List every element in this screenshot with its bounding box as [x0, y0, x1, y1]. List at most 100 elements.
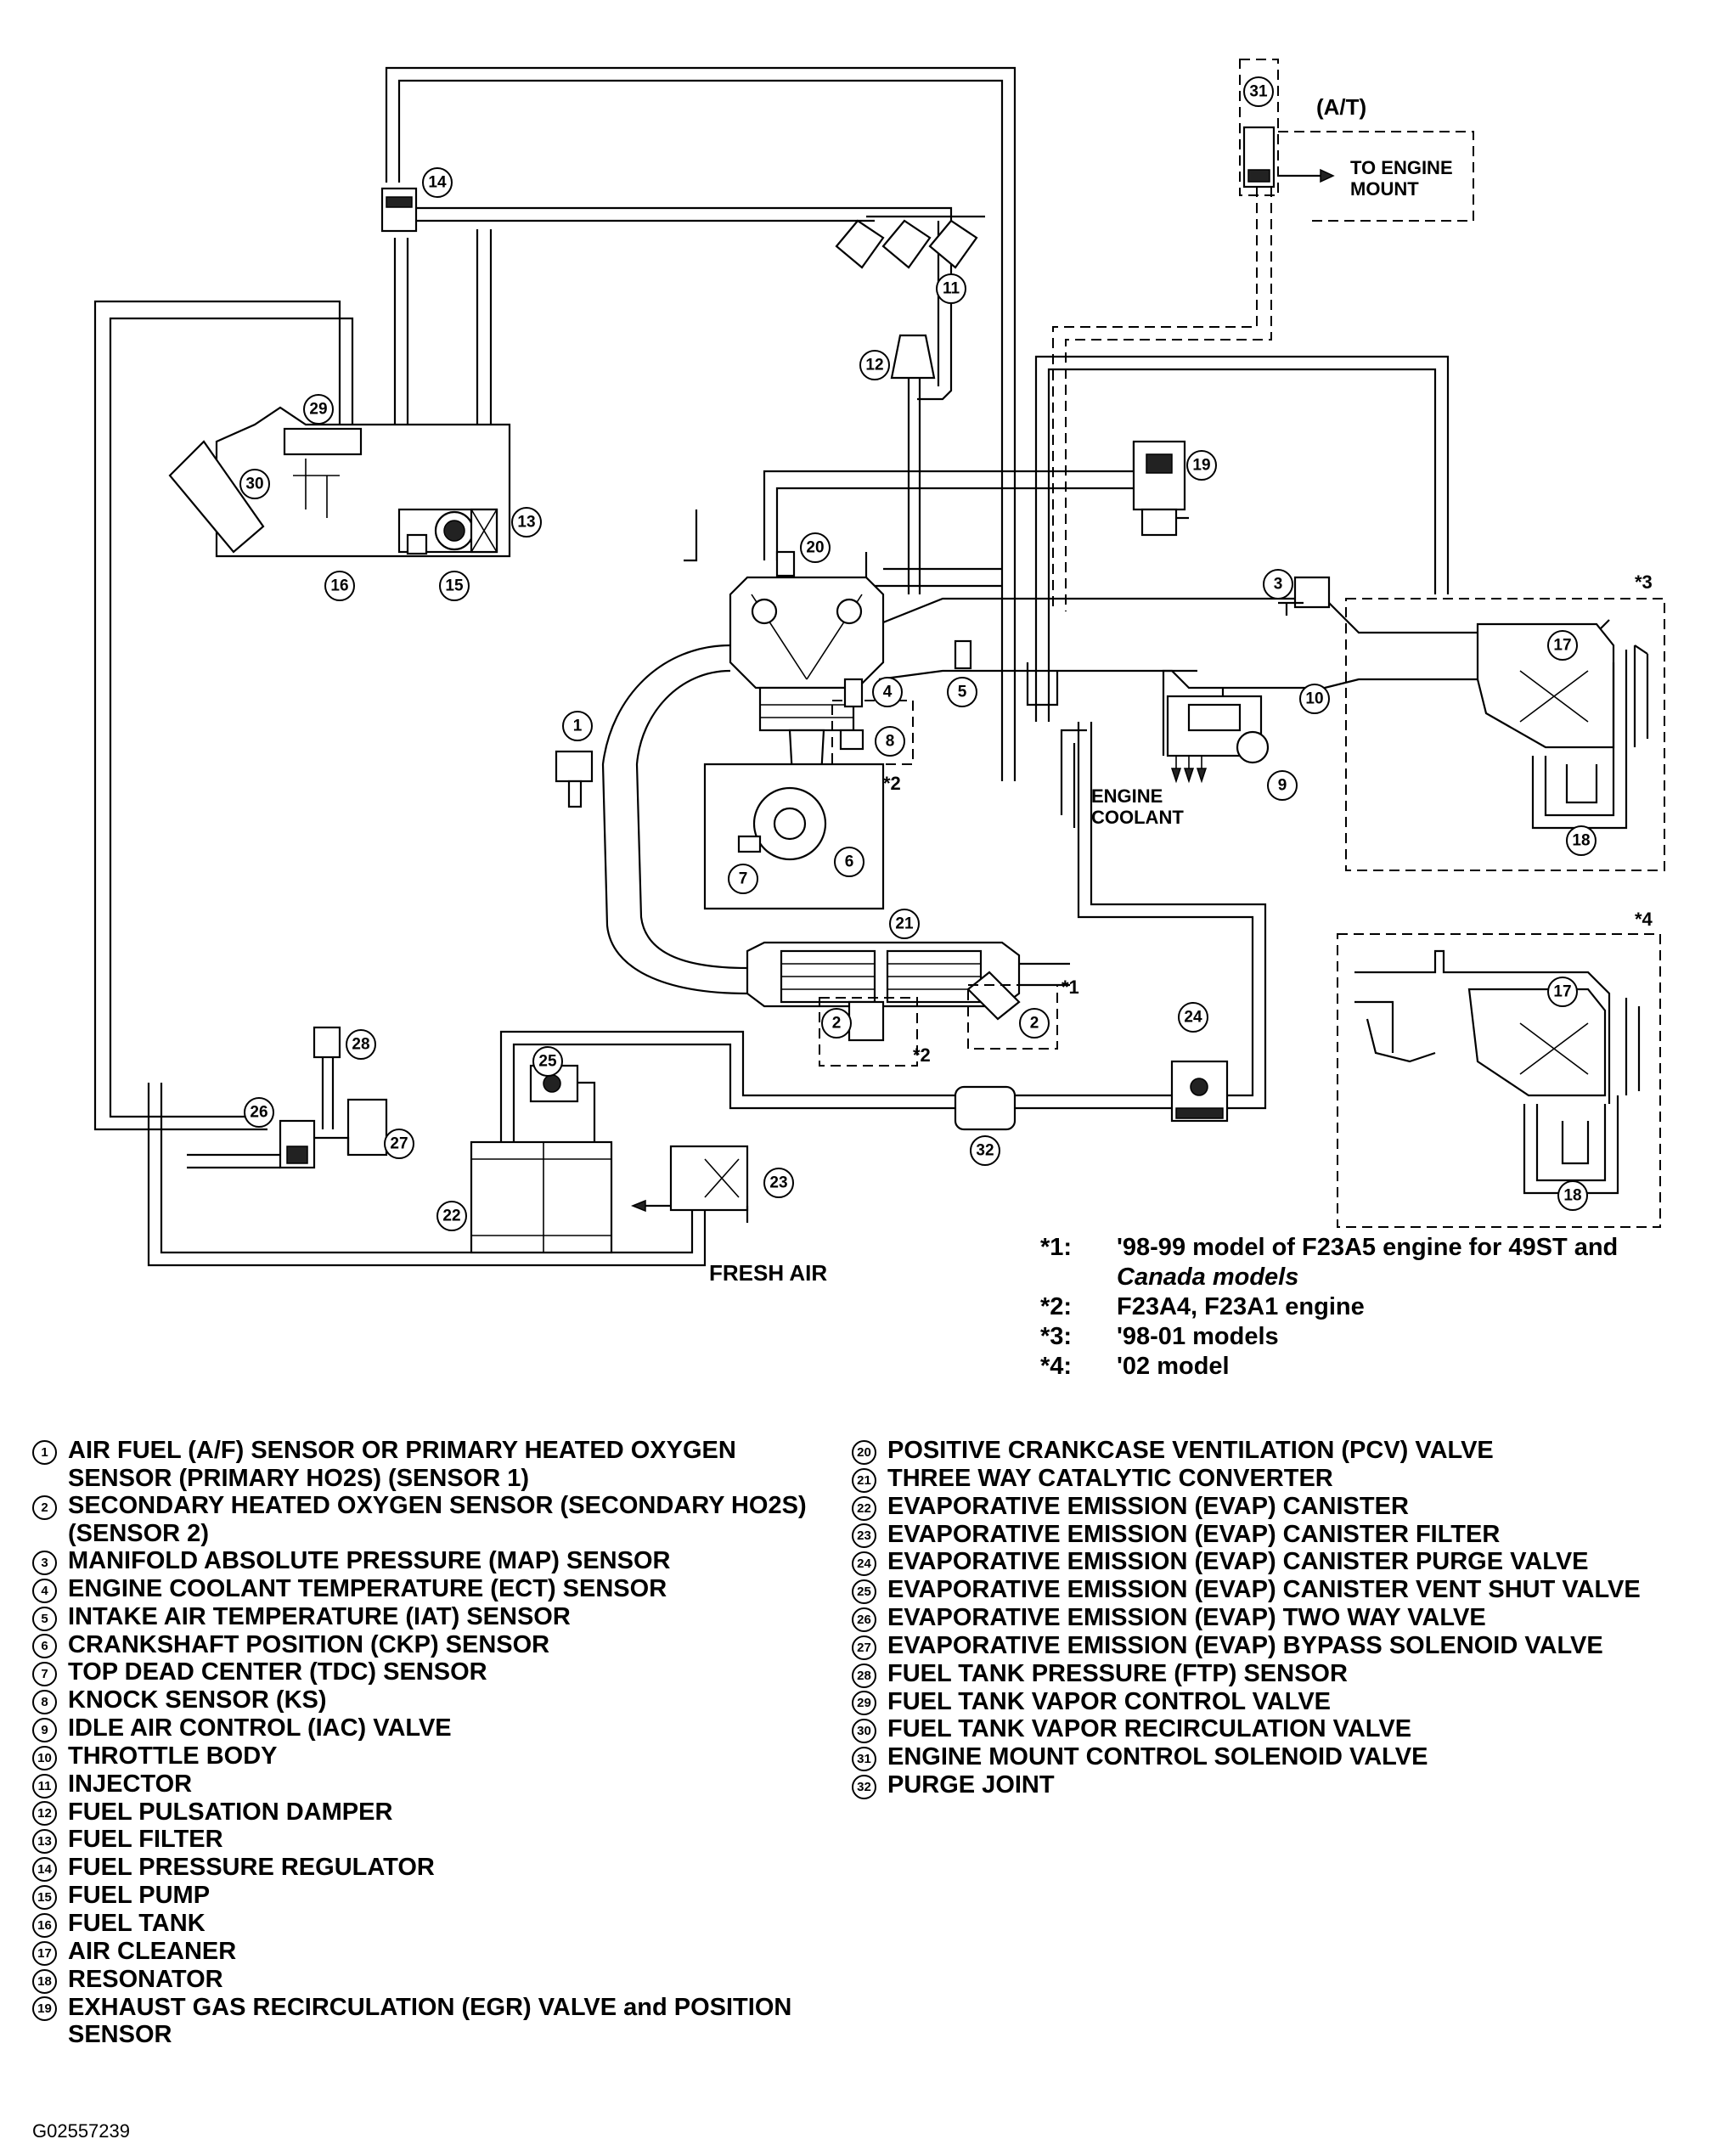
callout-19: 19 [1186, 450, 1217, 481]
callout-18a: 18 [1566, 825, 1597, 856]
purge-valve [1170, 1060, 1229, 1123]
legend-text: FUEL PRESSURE REGULATOR [68, 1854, 435, 1882]
callout-13: 13 [511, 507, 542, 538]
variant-box-1 [967, 984, 1058, 1050]
legend-text: POSITIVE CRANKCASE VENTILATION (PCV) VAL… [887, 1437, 1494, 1464]
callout-4: 4 [872, 677, 903, 707]
callout-18b: 18 [1557, 1180, 1588, 1211]
callout-17a: 17 [1547, 630, 1578, 661]
variant-notes: *1: '98-99 model of F23A5 engine for 49S… [1040, 1233, 1703, 1382]
svg-text:7: 7 [739, 870, 748, 888]
note-text: '98-99 model of F23A5 engine for 49ST an… [1117, 1234, 1619, 1261]
note-key: *3: [1040, 1323, 1073, 1350]
svg-text:32: 32 [976, 1142, 994, 1160]
legend-number: 25 [852, 1579, 876, 1605]
legend-text: FUEL TANK PRESSURE (FTP) SENSOR [887, 1659, 1348, 1687]
callout-3: 3 [1263, 569, 1293, 600]
svg-text:9: 9 [1278, 777, 1287, 795]
fuel-tank-assembly [168, 406, 511, 558]
legend-text: EVAPORATIVE EMISSION (EVAP) CANISTER [887, 1492, 1409, 1520]
legend-number: 17 [32, 1940, 57, 1966]
legend-number: 11 [32, 1773, 57, 1799]
note-3: *3: '98-01 models [1040, 1322, 1703, 1352]
callout-10: 10 [1299, 684, 1330, 714]
svg-text:18: 18 [1572, 832, 1590, 850]
legend-number: 22 [852, 1495, 876, 1521]
mount-solenoid [1239, 59, 1474, 222]
svg-text:31: 31 [1249, 83, 1268, 101]
af-sensor [555, 750, 594, 808]
legend-text: THREE WAY CATALYTIC CONVERTER [887, 1464, 1333, 1492]
evap-canister [470, 1140, 613, 1254]
svg-text:6: 6 [845, 853, 854, 871]
iat-sensor-body [954, 639, 972, 670]
callout-2b: 2 [1019, 1008, 1050, 1039]
callout-21: 21 [889, 909, 920, 939]
svg-text:21: 21 [895, 915, 914, 933]
legend-number: 32 [852, 1774, 876, 1799]
purge-joint [954, 1085, 1016, 1131]
note-key: *1: [1040, 1234, 1073, 1261]
svg-text:17: 17 [1553, 983, 1571, 1001]
legend-text: EVAPORATIVE EMISSION (EVAP) BYPASS SOLEN… [887, 1631, 1603, 1659]
legend-number: 24 [852, 1551, 876, 1577]
variant-3-marker: *3 [1635, 571, 1653, 593]
note-text: F23A4, F23A1 engine [1117, 1293, 1365, 1320]
svg-text:29: 29 [309, 401, 327, 419]
legend-text: EXHAUST GAS RECIRCULATION (EGR) VALVE an… [68, 1993, 792, 2049]
legend-number: 12 [32, 1801, 57, 1827]
engine-block [601, 576, 885, 995]
svg-text:25: 25 [538, 1053, 557, 1071]
legend-item: 9 IDLE AIR CONTROL (IAC) VALVE [32, 1714, 831, 1742]
svg-text:16: 16 [330, 577, 348, 595]
callout-23: 23 [763, 1168, 794, 1198]
legend-text: EVAPORATIVE EMISSION (EVAP) TWO WAY VALV… [887, 1604, 1486, 1632]
legend-number: 5 [32, 1606, 57, 1631]
vent-shut-valve [529, 1064, 596, 1142]
svg-text:30: 30 [245, 476, 263, 493]
legend-text: FUEL TANK VAPOR RECIRCULATION VALVE [887, 1715, 1412, 1743]
variant-1-marker: *1 [1062, 977, 1079, 998]
callout-22: 22 [436, 1201, 467, 1231]
legend-number: 9 [32, 1717, 57, 1742]
callout-31: 31 [1243, 76, 1274, 107]
callout-29: 29 [303, 394, 334, 425]
legend-text: MANIFOLD ABSOLUTE PRESSURE (MAP) SENSOR [68, 1547, 671, 1574]
svg-text:24: 24 [1184, 1009, 1202, 1027]
emission-system-diagram: (A/T) TO ENGINE MOUNT ENGINE COOLANT FRE… [93, 59, 1665, 1286]
svg-text:14: 14 [428, 174, 447, 192]
legend-text: IDLE AIR CONTROL (IAC) VALVE [68, 1714, 452, 1742]
legend-text: AIR FUEL (A/F) SENSOR OR PRIMARY HEATED … [68, 1437, 736, 1492]
svg-text:3: 3 [1274, 576, 1283, 594]
legend-text: SECONDARY HEATED OXYGEN SENSOR (SECONDAR… [68, 1492, 807, 1547]
injectors [835, 215, 985, 269]
svg-text:12: 12 [865, 357, 883, 374]
legend-number: 7 [32, 1662, 57, 1687]
legend-number: 6 [32, 1634, 57, 1659]
legend-text: CRANKSHAFT POSITION (CKP) SENSOR [68, 1630, 550, 1658]
svg-text:2: 2 [832, 1015, 842, 1033]
fuel-pressure-regulator [380, 187, 418, 233]
svg-text:4: 4 [883, 684, 893, 701]
legend-text: ENGINE COOLANT TEMPERATURE (ECT) SENSOR [68, 1574, 667, 1602]
catalytic-converter [746, 941, 1070, 1042]
callout-5: 5 [947, 677, 977, 707]
svg-text:10: 10 [1305, 690, 1323, 708]
svg-text:20: 20 [806, 539, 824, 557]
note-1: *1: '98-99 model of F23A5 engine for 49S… [1040, 1233, 1703, 1292]
